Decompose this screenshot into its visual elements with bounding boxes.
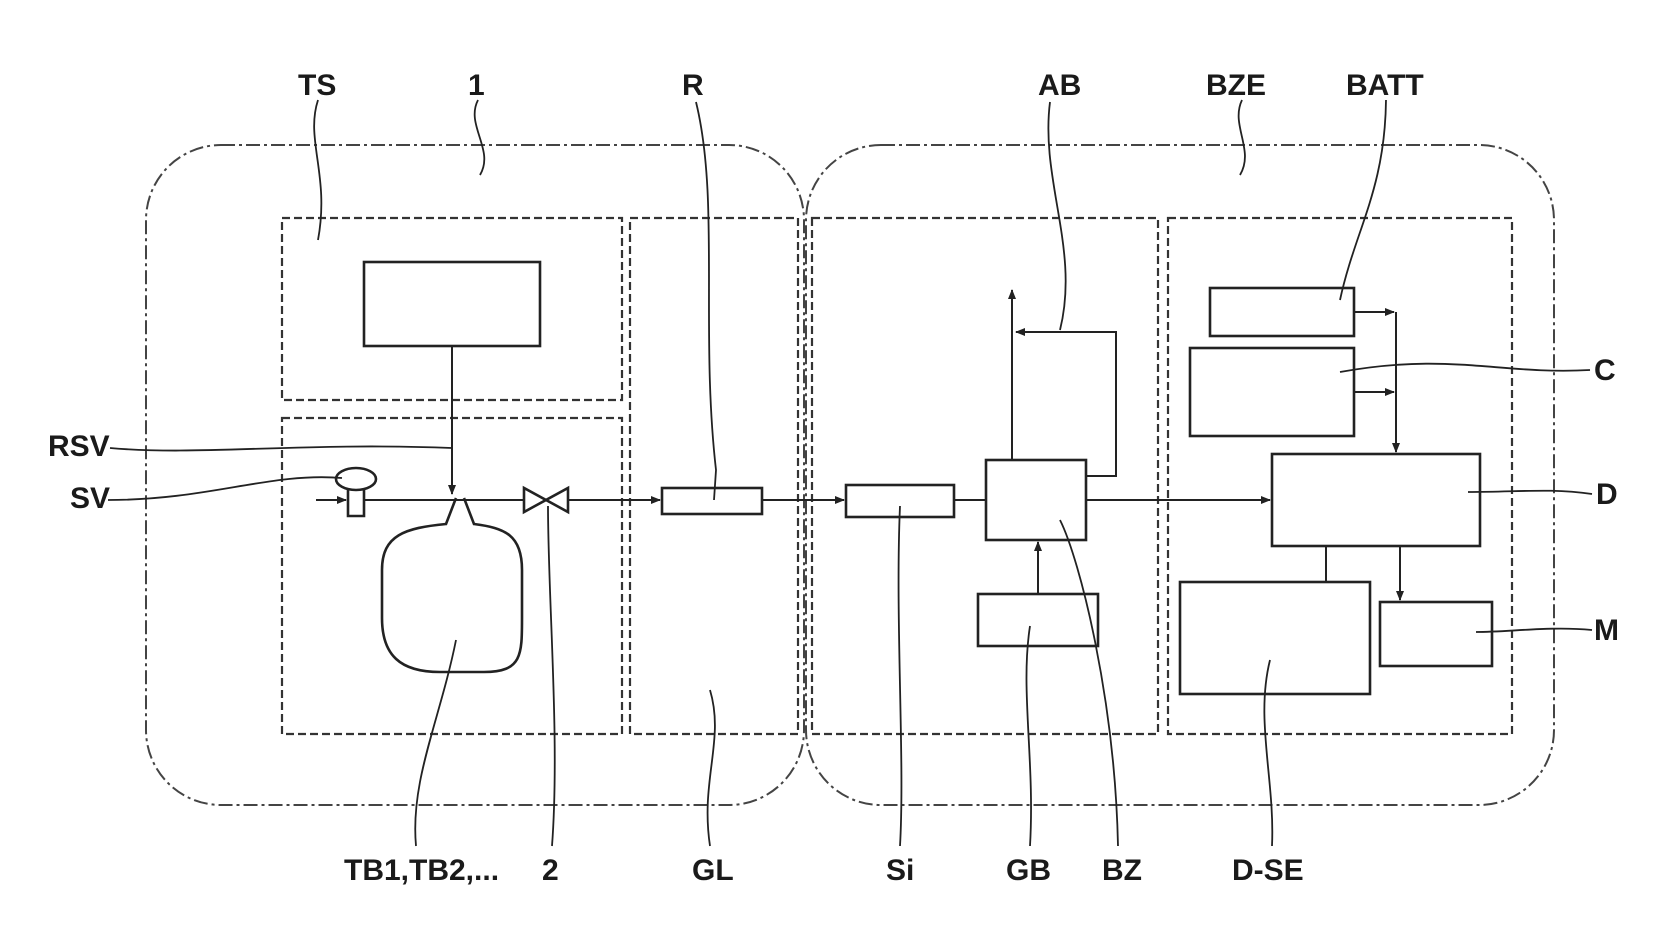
leader-m (1476, 629, 1592, 632)
leader-c (1340, 364, 1590, 372)
battery-drive-region (1168, 218, 1512, 734)
safety-valve-icon (336, 468, 376, 490)
label-ts: TS (298, 69, 336, 102)
leader-r (696, 102, 716, 500)
exhaust-loop (1018, 332, 1116, 476)
leader-dse (1264, 660, 1272, 846)
label-bze: BZE (1206, 69, 1266, 102)
label-si: Si (886, 854, 914, 887)
vehicle-enclosure-left (146, 145, 804, 805)
label-rsv: RSV (48, 430, 110, 463)
leader-2 (548, 506, 555, 846)
capacitor-box (1190, 348, 1354, 436)
label-d: D (1596, 478, 1618, 511)
leader-d (1468, 491, 1592, 494)
leader-rsv (110, 446, 452, 450)
sensor-box (364, 262, 540, 346)
drive-box (1272, 454, 1480, 546)
battery-box (1210, 288, 1354, 336)
fuel-cell-unit-enclosure (806, 145, 1554, 805)
label-m: M (1594, 614, 1619, 647)
leader-gl (708, 690, 715, 846)
leader-ts (314, 100, 321, 240)
leader-batt (1340, 100, 1386, 300)
label-gl: GL (692, 854, 734, 887)
label-1: 1 (468, 69, 485, 102)
tank-body (382, 498, 522, 672)
label-c: C (1594, 354, 1616, 387)
label-tb: TB1,TB2,... (344, 854, 499, 887)
leader-si (899, 506, 902, 846)
leader-bze (1239, 100, 1245, 175)
leader-1 (475, 100, 485, 175)
safety-valve-stem (348, 489, 364, 516)
label-bz: BZ (1102, 854, 1142, 887)
gas-line-region (630, 218, 798, 734)
drive-control-box (1180, 582, 1370, 694)
label-2: 2 (542, 854, 559, 887)
fuel-cell-box (986, 460, 1086, 540)
regulator-box (662, 488, 762, 514)
label-sv: SV (70, 482, 110, 515)
gas-supply-box (978, 594, 1098, 646)
shutoff-valve-icon (524, 488, 568, 512)
label-gb: GB (1006, 854, 1051, 887)
leader-bz (1060, 520, 1118, 846)
label-ab: AB (1038, 69, 1081, 102)
label-dse: D-SE (1232, 854, 1304, 887)
leader-gb (1026, 626, 1031, 846)
motor-box (1380, 602, 1492, 666)
label-r: R (682, 69, 704, 102)
leader-ab (1048, 102, 1065, 330)
label-batt: BATT (1346, 69, 1424, 102)
leader-sv (108, 477, 342, 500)
